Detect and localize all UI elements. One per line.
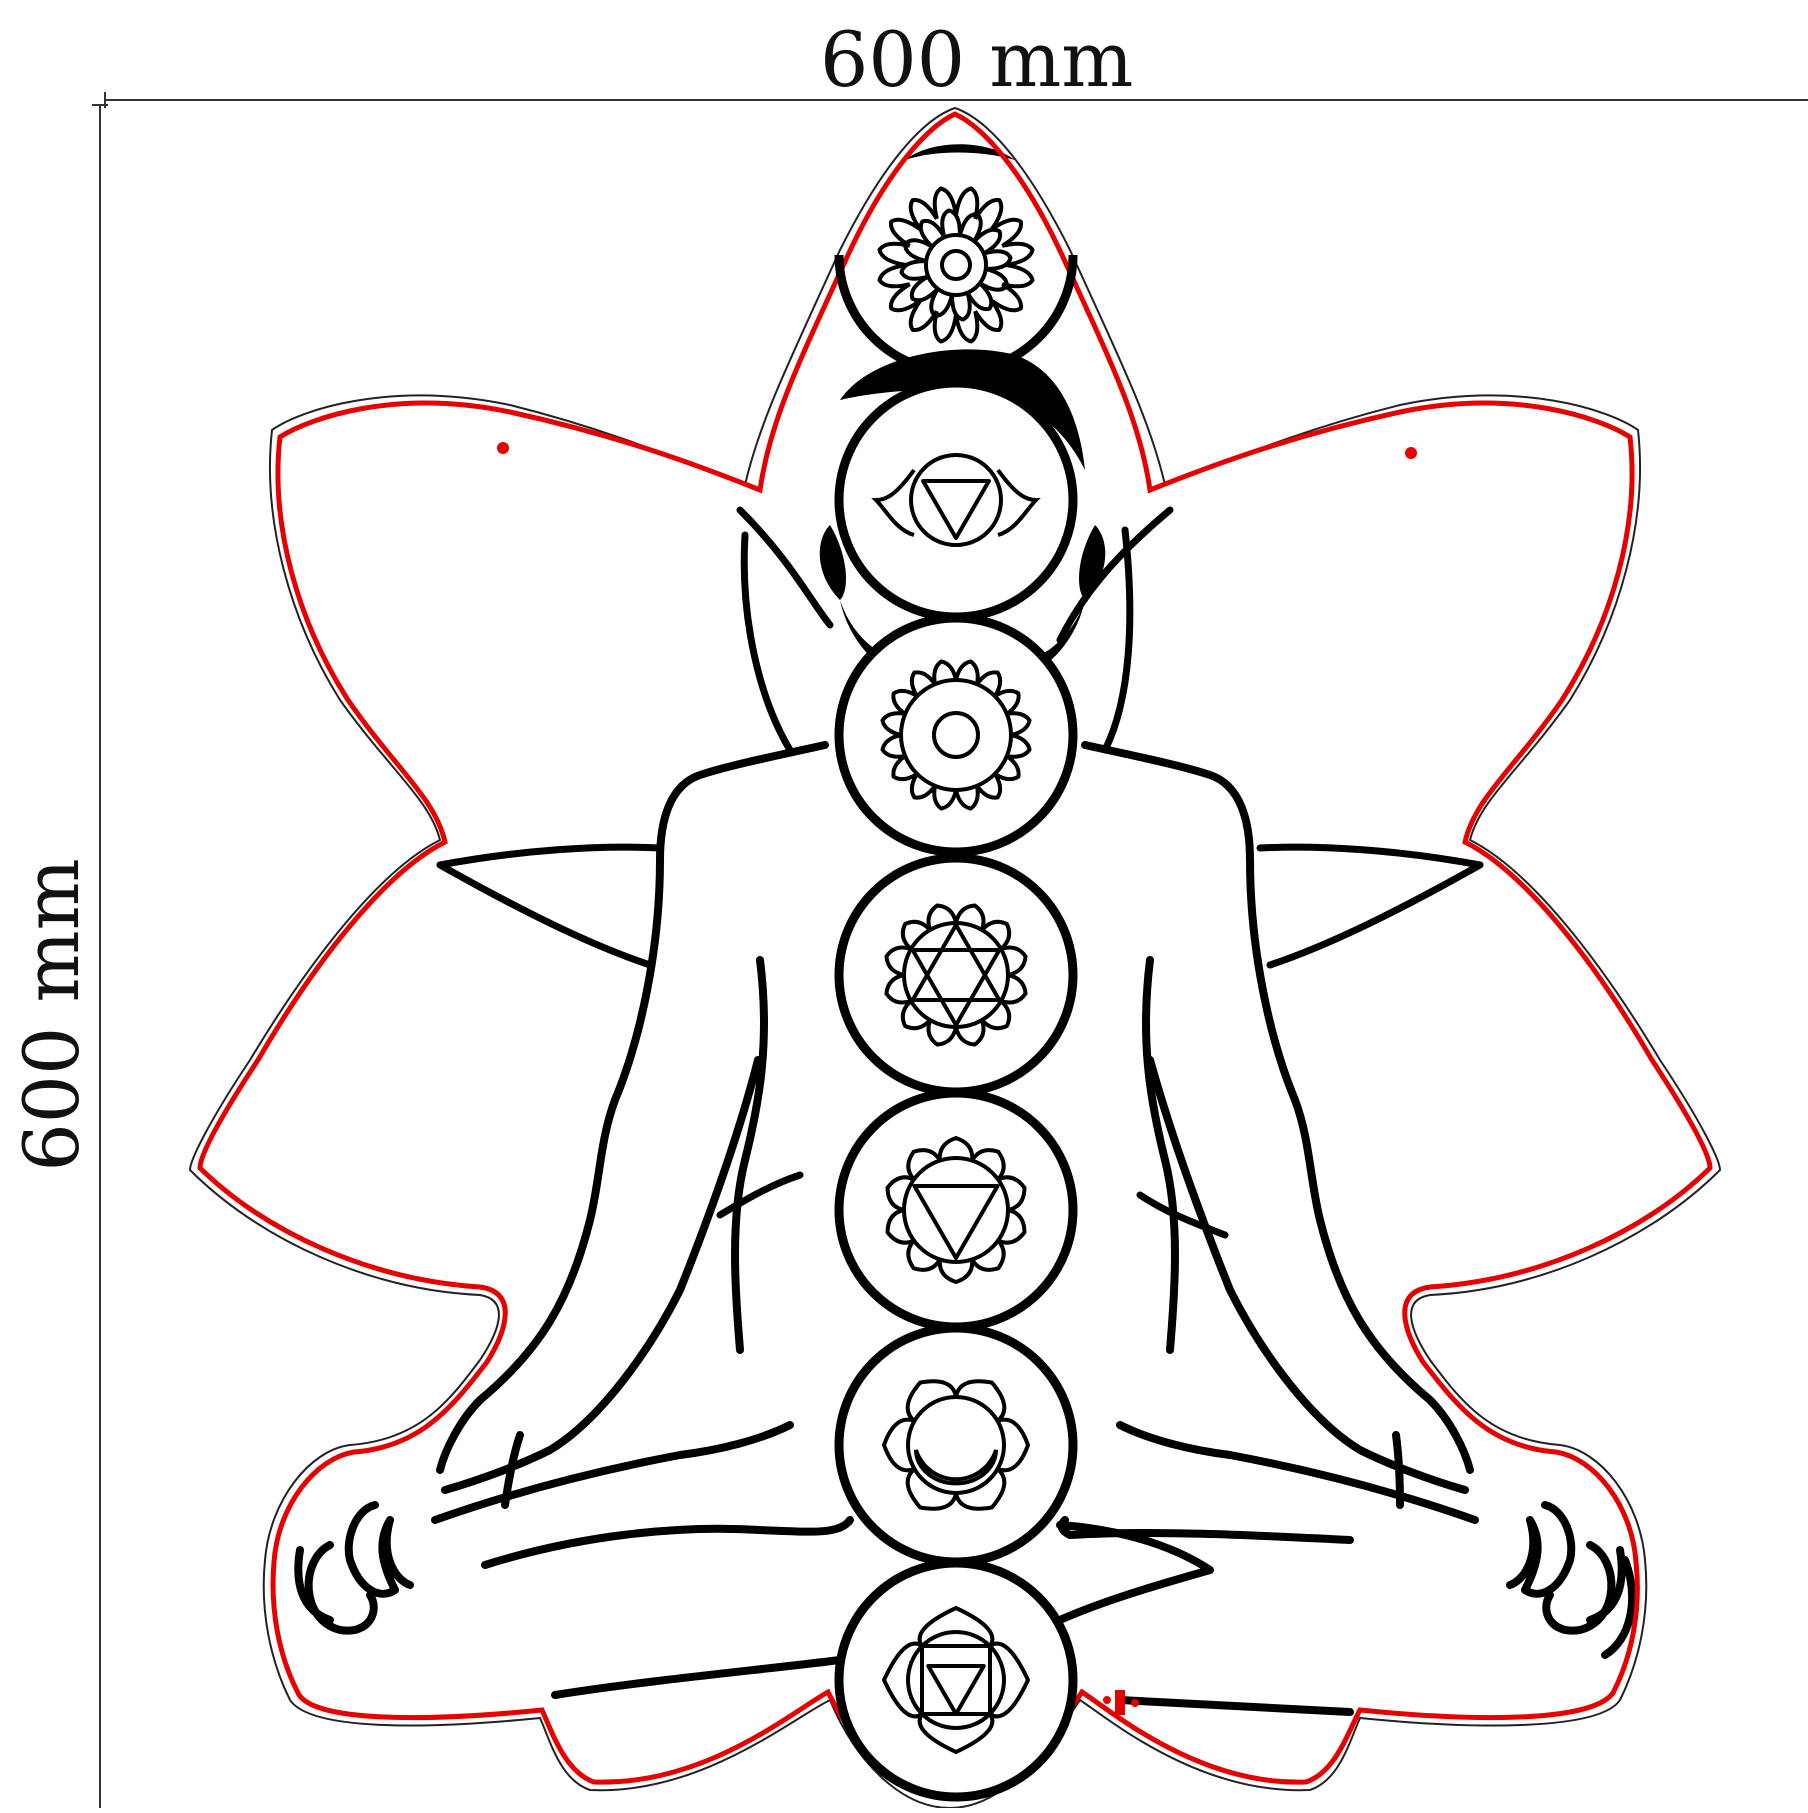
ajna-icon	[834, 378, 1078, 622]
right-knee-fold	[1006, 1521, 1214, 1649]
right-ear	[1079, 525, 1106, 600]
svadhisthana-icon	[834, 1323, 1078, 1567]
left-forearm	[431, 1421, 794, 1524]
head-back-crescent	[840, 349, 1085, 470]
right-calf-line	[1392, 1431, 1404, 1509]
right-forearm	[1116, 1421, 1479, 1524]
left-hand-thumb	[304, 1541, 378, 1635]
dimension-lines	[92, 92, 1808, 1808]
right-hand-tip	[1601, 1556, 1636, 1659]
chakra-column	[834, 186, 1078, 1802]
sahasrara-icon	[834, 186, 1078, 377]
right-hand-thumb	[1542, 1541, 1616, 1635]
left-shin	[551, 1656, 844, 1699]
left-shoulder-arm	[436, 741, 829, 1474]
head-top-crescent	[905, 144, 1015, 160]
mount-hole-left	[497, 442, 509, 454]
right-shoulder-arm	[1081, 741, 1474, 1474]
mount-hole-bottom-a	[1103, 1696, 1111, 1704]
right-inner-arm	[1146, 1056, 1469, 1494]
right-torso	[1141, 956, 1179, 1354]
right-hand	[1506, 1501, 1576, 1598]
muladhara-icon	[834, 1558, 1078, 1802]
left-inner-arm	[441, 1056, 762, 1494]
height-label: 600 mm	[7, 858, 96, 1172]
left-calf-line	[501, 1431, 524, 1509]
vishuddha-icon	[834, 613, 1078, 857]
left-torso	[731, 956, 769, 1354]
lotus-back-petals	[436, 506, 1484, 1239]
right-shin	[1116, 1696, 1354, 1716]
mount-hole-right	[1405, 447, 1417, 459]
left-hand	[344, 1501, 414, 1598]
meditating-figure	[294, 741, 1636, 1716]
left-ear	[819, 525, 846, 600]
left-hand-fingers	[294, 1546, 334, 1624]
hanger-slot	[1115, 1690, 1125, 1715]
left-thigh	[481, 1516, 854, 1569]
anahata-icon	[834, 853, 1078, 1097]
width-label: 600 mm	[820, 15, 1134, 104]
mount-hole-bottom-b	[1131, 1699, 1139, 1707]
manipura-icon	[834, 1088, 1078, 1332]
